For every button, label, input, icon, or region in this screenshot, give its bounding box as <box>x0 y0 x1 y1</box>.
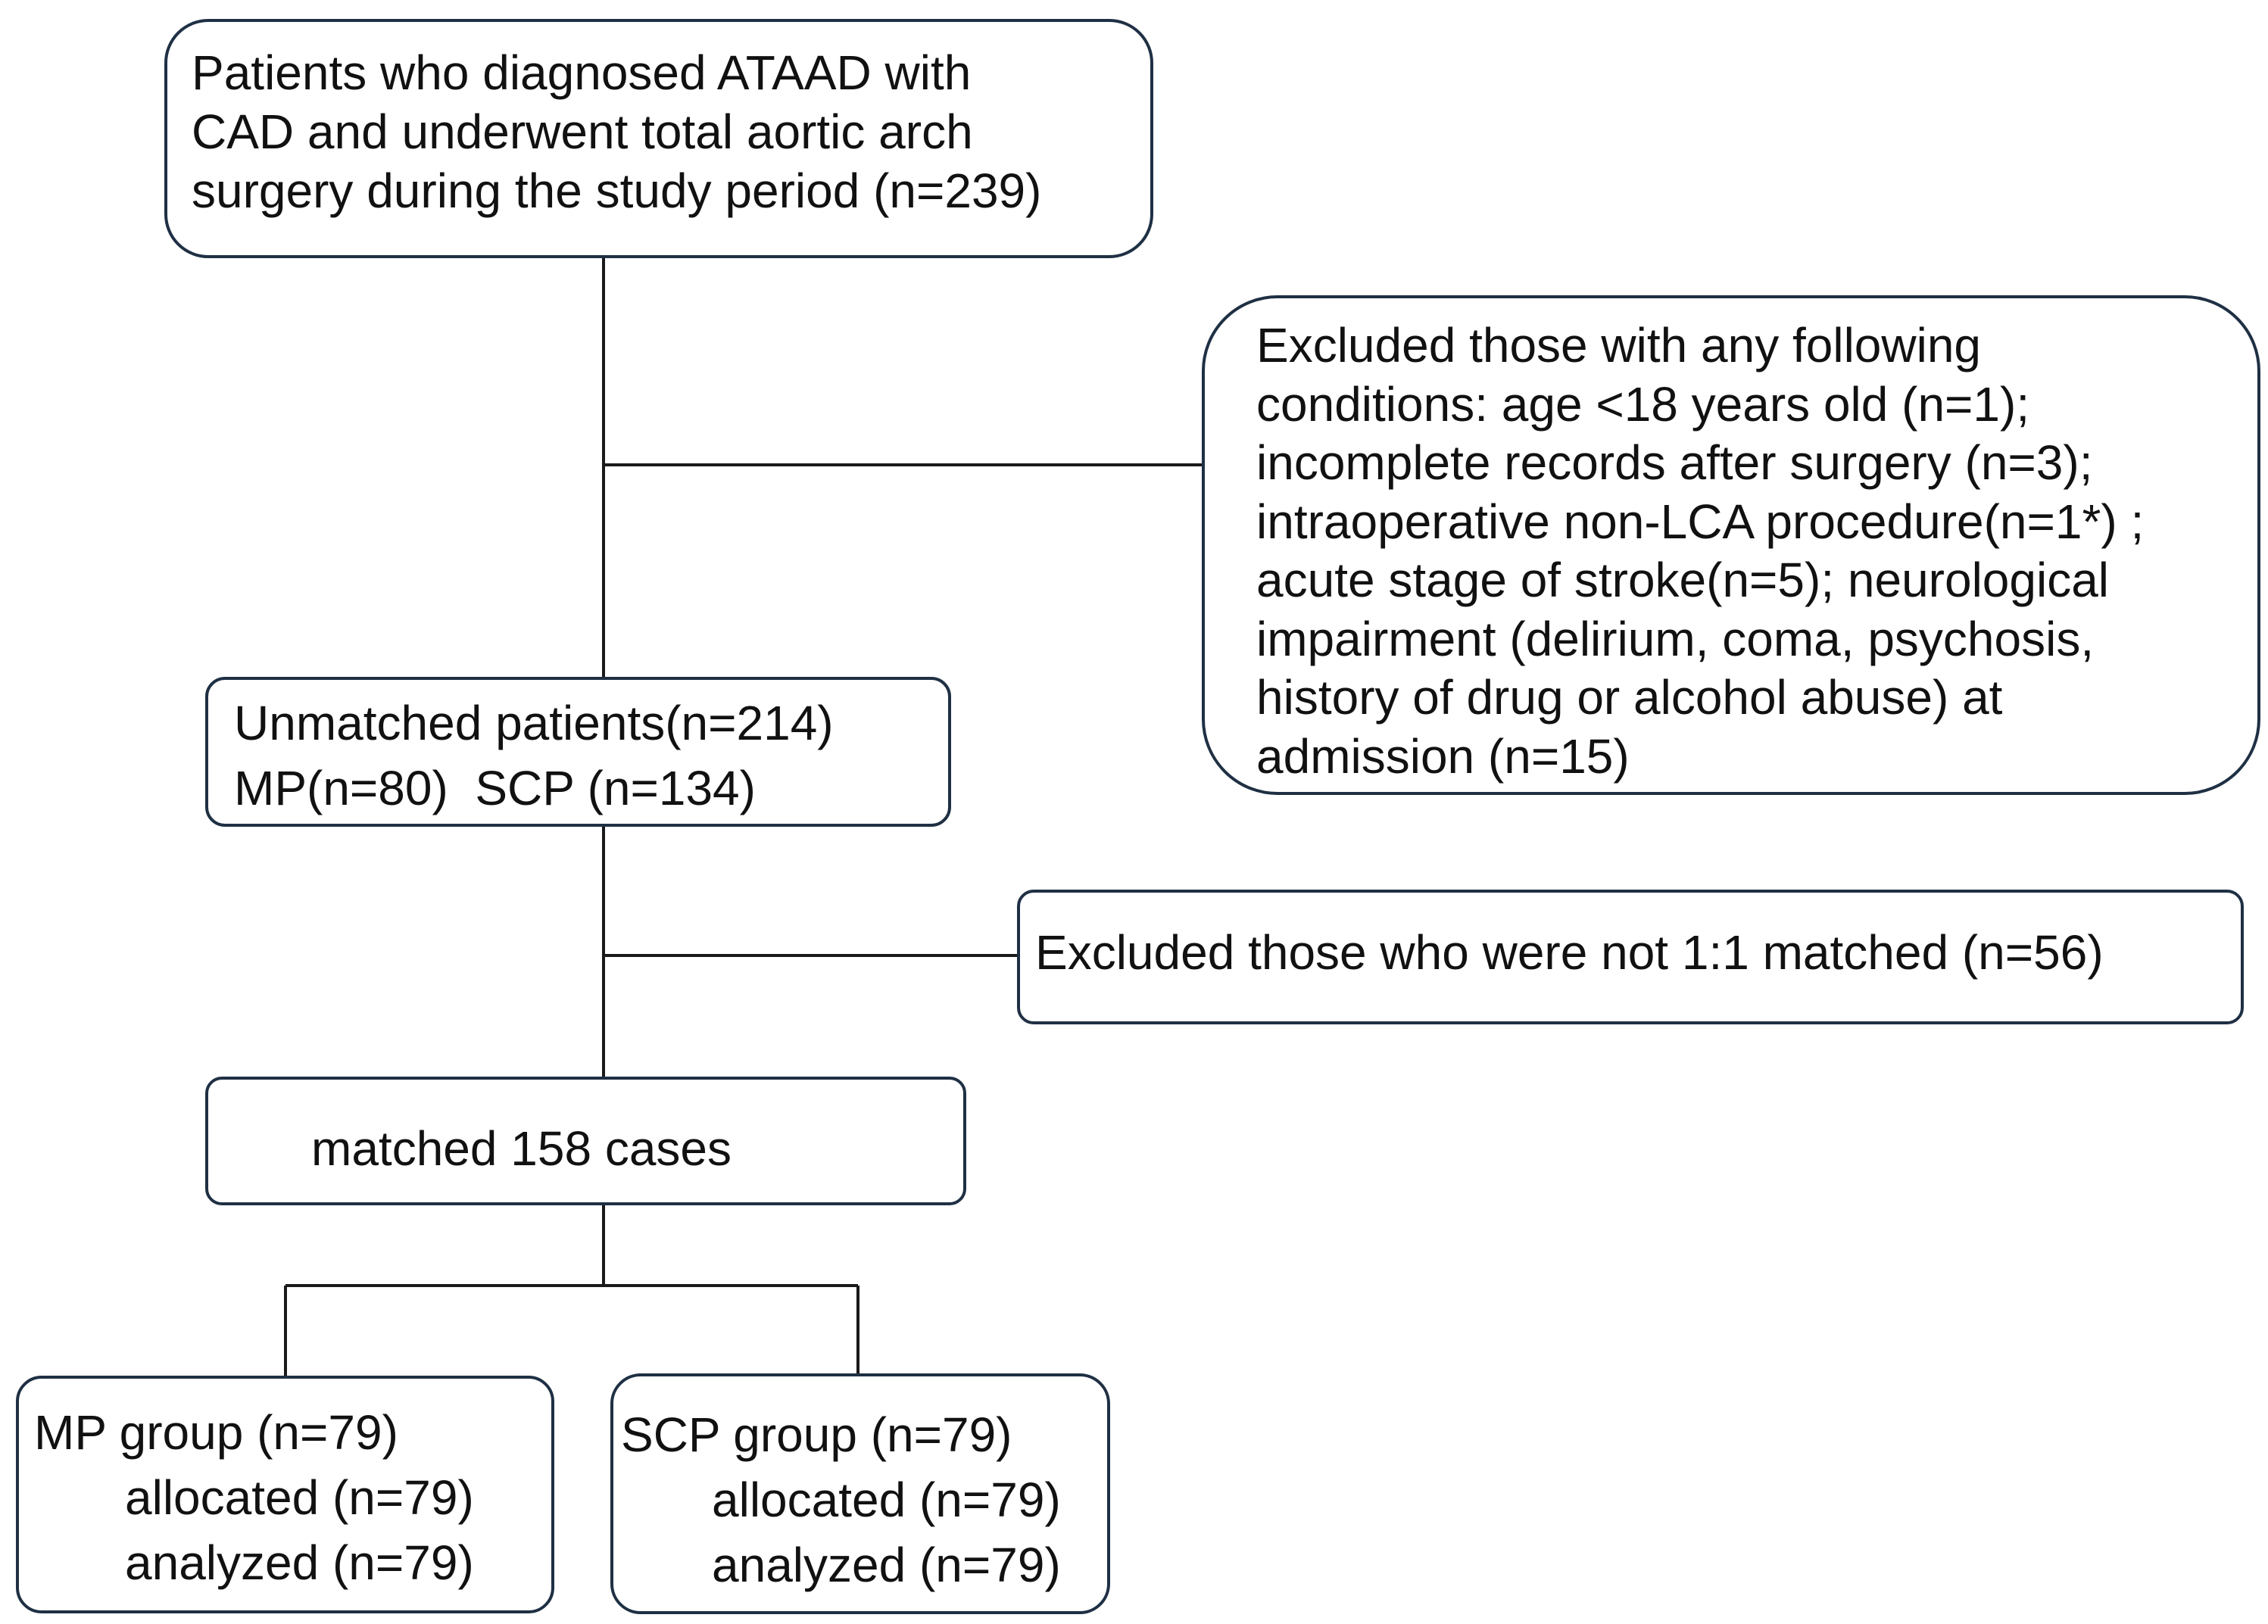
start-line-1: Patients who diagnosed ATAAD with <box>192 45 972 100</box>
start-line-2: CAD and underwent total aortic arch <box>192 104 973 159</box>
not-matched-text: Excluded those who were not 1:1 matched … <box>1035 925 2104 980</box>
unmatched-line-2: MP(n=80) SCP (n=134) <box>234 761 756 815</box>
exclusion-line-1: Excluded those with any following <box>1256 318 1981 372</box>
not-matched-exclusion-box: Excluded those who were not 1:1 matched … <box>1017 890 2244 1024</box>
mp-group-allocated: allocated (n=79) <box>125 1470 474 1525</box>
mp-group-title: MP group (n=79) <box>34 1405 398 1460</box>
start-box: Patients who diagnosed ATAAD with CAD an… <box>164 19 1153 258</box>
scp-group-analyzed: analyzed (n=79) <box>712 1538 1061 1592</box>
exclusion-line-7: history of drug or alcohol abuse) at <box>1256 670 2003 725</box>
scp-group-allocated: allocated (n=79) <box>712 1473 1061 1527</box>
exclusion-line-8: admission (n=15) <box>1256 728 1630 784</box>
matched-text: matched 158 cases <box>311 1121 732 1176</box>
unmatched-line-1: Unmatched patients(n=214) <box>234 696 834 750</box>
unmatched-patients-box: Unmatched patients(n=214) MP(n=80) SCP (… <box>205 677 951 827</box>
mp-group-box: MP group (n=79) allocated (n=79) analyze… <box>16 1376 554 1613</box>
exclusion-criteria-box: Excluded those with any following condit… <box>1202 295 2260 795</box>
matched-cases-box: matched 158 cases <box>205 1077 966 1205</box>
scp-group-title: SCP group (n=79) <box>621 1407 1012 1462</box>
mp-group-analyzed: analyzed (n=79) <box>125 1535 474 1590</box>
exclusion-line-6: impairment (delirium, coma, psychosis, <box>1256 611 2095 666</box>
scp-group-box: SCP group (n=79) allocated (n=79) analyz… <box>610 1373 1110 1614</box>
exclusion-line-5: acute stage of stroke(n=5); neurological <box>1256 553 2109 607</box>
exclusion-line-4: intraoperative non-LCA procedure(n=1*) ; <box>1256 494 2145 549</box>
start-line-3: surgery during the study period (n=239) <box>192 164 1042 218</box>
exclusion-line-3: incomplete records after surgery (n=3); <box>1256 435 2093 490</box>
exclusion-line-2: conditions: age <18 years old (n=1); <box>1256 376 2030 432</box>
